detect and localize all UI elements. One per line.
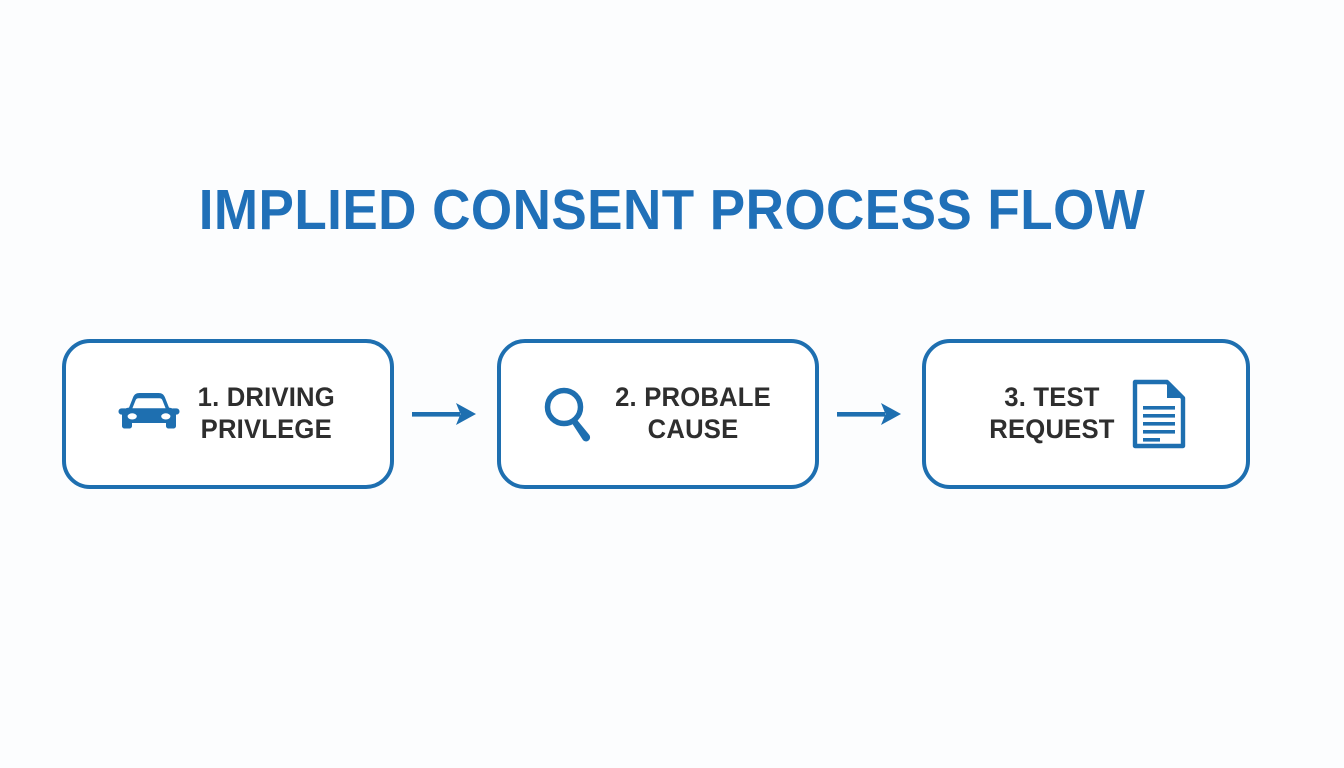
process-flow-row: 1. DRIVING PRIVLEGE 2. PROBALE CAUSE	[62, 339, 1250, 489]
step-box-test-request[interactable]: 3. TEST REQUEST	[922, 339, 1250, 489]
document-icon	[1132, 379, 1186, 449]
page-title: IMPLIED CONSENT PROCESS FLOW	[198, 178, 1146, 242]
step-label-test-request: 3. TEST REQUEST	[989, 382, 1115, 444]
arrow-right-icon-2	[836, 399, 905, 429]
arrow-right-icon-1	[411, 399, 480, 429]
car-icon	[118, 389, 180, 439]
step-label-driving-privlege: 1. DRIVING PRIVLEGE	[197, 382, 335, 444]
magnifier-icon	[541, 384, 597, 444]
step-label-probale-cause: 2. PROBALE CAUSE	[615, 382, 771, 444]
step-box-probale-cause[interactable]: 2. PROBALE CAUSE	[497, 339, 819, 489]
step-box-driving-privlege[interactable]: 1. DRIVING PRIVLEGE	[62, 339, 394, 489]
